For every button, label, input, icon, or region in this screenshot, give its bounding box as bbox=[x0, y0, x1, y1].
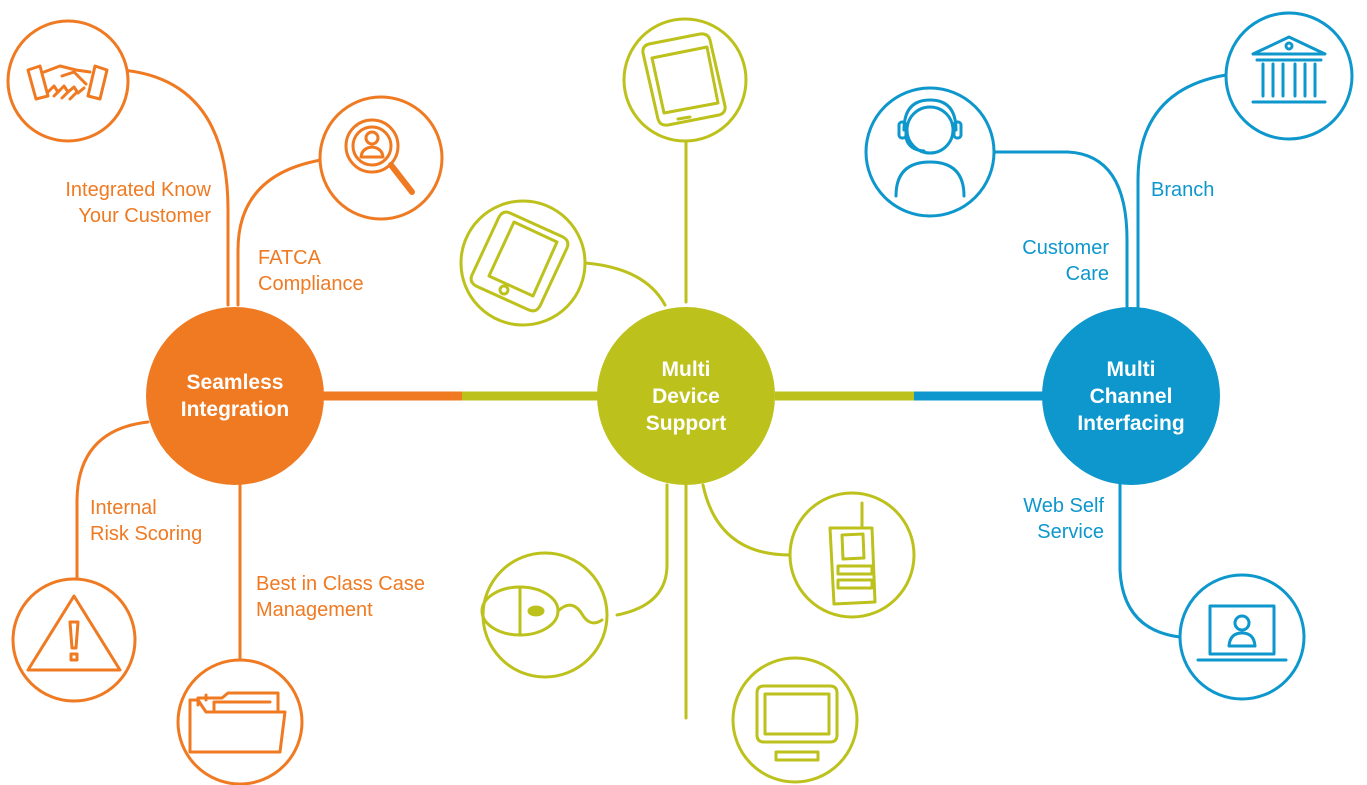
magnifier-person-icon bbox=[318, 95, 444, 221]
smartphone-icon bbox=[622, 17, 748, 143]
bank-building-icon bbox=[1224, 11, 1354, 141]
handshake-icon bbox=[6, 19, 130, 143]
mouse-icon bbox=[480, 551, 609, 679]
laptop-user-icon bbox=[1178, 573, 1306, 701]
blue-connectors bbox=[993, 73, 1228, 639]
label-branch: Branch bbox=[1151, 179, 1215, 201]
orange-connectors bbox=[75, 68, 323, 662]
walkie-talkie-icon bbox=[788, 491, 916, 619]
folder-icon bbox=[176, 658, 304, 785]
hub-seamless-integration bbox=[146, 307, 324, 485]
hub-multi-device-support bbox=[597, 307, 775, 485]
headset-agent-icon bbox=[864, 86, 996, 218]
monitor-icon bbox=[731, 656, 859, 784]
tablet-icon bbox=[459, 199, 587, 327]
warning-icon bbox=[11, 577, 137, 703]
green-connectors bbox=[583, 138, 792, 720]
hub-multi-channel-interfacing bbox=[1042, 307, 1220, 485]
